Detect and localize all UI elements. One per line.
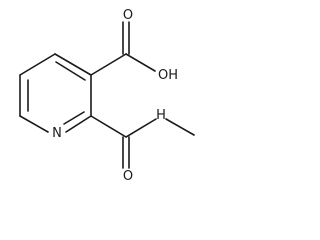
- atom-acid-carbonyl-oxygen: O: [123, 8, 133, 23]
- bond-carboxyl-c-oh: [125, 53, 156, 72]
- atom-acid-hydroxyl: OH: [158, 68, 178, 83]
- methylamide-group: [90, 115, 195, 169]
- bond-amide-c-n: [125, 118, 157, 138]
- ring-bond-n1-c2-inner: [63, 111, 85, 125]
- pyridine-ring: [19, 53, 92, 133]
- bond-n-methyl: [165, 118, 195, 136]
- atom-amide-hydrogen: H: [156, 108, 166, 123]
- ring-bond-c3-c4: [54, 53, 92, 76]
- bond-c2-amide-c: [90, 115, 127, 138]
- molecule-svg: N O OH H O: [19, 8, 195, 184]
- carboxylic-acid-group: [90, 21, 156, 76]
- ring-bond-n1-c2: [65, 115, 92, 133]
- ring-bond-c3-c4-inner: [55, 61, 86, 81]
- ring-bond-c6-n1: [19, 115, 49, 133]
- structure-diagram: N O OH H O: [19, 8, 195, 184]
- atom-amide-oxygen: O: [123, 169, 133, 184]
- ring-bond-c4-c5: [19, 53, 56, 76]
- bond-c3-carboxyl-c: [90, 53, 127, 76]
- atom-ring-nitrogen: N: [52, 126, 62, 141]
